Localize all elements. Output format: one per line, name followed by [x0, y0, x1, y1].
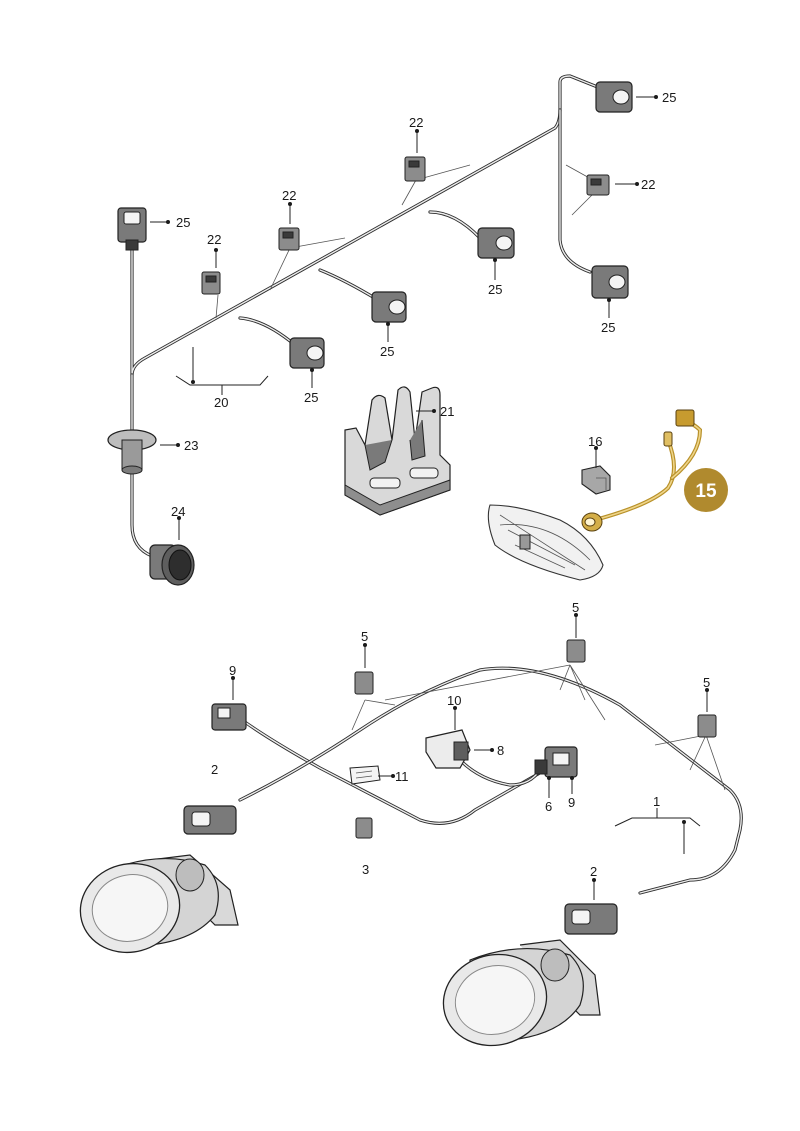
callout-6: 6 [545, 799, 552, 814]
callout-5: 5 [572, 600, 579, 615]
wiring-set-15[interactable] [581, 409, 703, 532]
clip-22-a[interactable] [201, 271, 221, 295]
callout-25: 25 [380, 344, 394, 359]
callout-25: 25 [601, 320, 615, 335]
callout-21: 21 [440, 404, 454, 419]
clip-22-b[interactable] [278, 227, 300, 251]
connector-2-left[interactable] [183, 805, 237, 835]
grommet-23[interactable] [107, 429, 157, 475]
callout-leaders [150, 94, 710, 900]
clip-5-a[interactable] [354, 671, 374, 695]
connector-25-b[interactable] [371, 291, 407, 323]
callout-25: 25 [488, 282, 502, 297]
clip-5-c[interactable] [697, 714, 717, 738]
callout-25: 25 [662, 90, 676, 105]
callout-8: 8 [497, 743, 504, 758]
grille-insert [487, 504, 604, 581]
round-connector-24[interactable] [149, 544, 195, 586]
connector-25-a[interactable] [289, 337, 325, 369]
connector-25-e[interactable] [591, 265, 629, 299]
bracket-21[interactable] [344, 386, 451, 516]
connector-25-c[interactable] [477, 227, 515, 259]
callout-5: 5 [703, 675, 710, 690]
badge-15-label: 15 [695, 481, 717, 502]
callout-22: 22 [641, 177, 655, 192]
callout-16: 16 [588, 434, 602, 449]
callout-22: 22 [409, 115, 423, 130]
bumper-wiring-harness [107, 74, 633, 586]
callout-25: 25 [176, 215, 190, 230]
fog-lamp-left [79, 854, 239, 954]
callout-11: 11 [395, 769, 409, 784]
connector-25-left[interactable] [117, 207, 147, 251]
callout-24: 24 [171, 504, 185, 519]
callout-10: 10 [447, 693, 461, 708]
connector-25-d[interactable] [595, 81, 633, 113]
label-11[interactable] [349, 765, 381, 785]
callout-22: 22 [282, 188, 296, 203]
clip-22-d[interactable] [586, 174, 610, 196]
callout-5: 5 [361, 629, 368, 644]
callout-labels: 25 22 22 22 22 25 25 25 25 25 20 21 23 2… [171, 90, 710, 879]
fog-lamp-wiring-harness [183, 639, 743, 935]
connector-2-right[interactable] [564, 903, 618, 935]
callout-1: 1 [653, 794, 660, 809]
clip-3[interactable] [355, 817, 373, 839]
clip-22-c[interactable] [404, 156, 426, 182]
callout-25: 25 [304, 390, 318, 405]
connector-9-left[interactable] [211, 703, 247, 731]
callout-2: 2 [590, 864, 597, 879]
callout-9: 9 [229, 663, 236, 678]
callout-2: 2 [211, 762, 218, 777]
callout-3: 3 [362, 862, 369, 877]
fog-lamp-right [442, 939, 601, 1047]
clip-16[interactable] [581, 465, 611, 495]
callout-9: 9 [568, 795, 575, 810]
callout-23: 23 [184, 438, 198, 453]
clip-5-b[interactable] [566, 639, 586, 663]
callout-20: 20 [214, 395, 228, 410]
highlight-badge-15[interactable]: 15 [684, 468, 728, 512]
connector-9-right[interactable] [534, 746, 578, 778]
connector-10[interactable] [425, 729, 471, 769]
callout-22: 22 [207, 232, 221, 247]
